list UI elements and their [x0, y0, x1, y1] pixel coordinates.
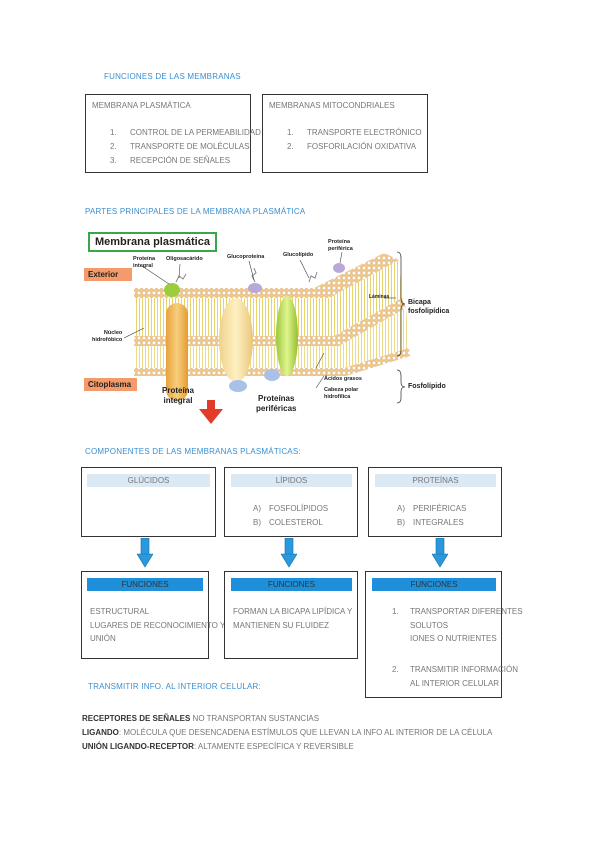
- proteinas-funcion-1-line-3: IONES O NUTRIENTES: [410, 634, 497, 643]
- proteinas-funcion-1-line-2: SOLUTOS: [410, 621, 449, 630]
- proteinas-arrow: [432, 538, 448, 568]
- diagram-title: Membrana plasmática: [88, 232, 217, 252]
- lipidos-num-a: A): [253, 504, 261, 513]
- mitocondriales-item-2: FOSFORILACIÓN OXIDATIVA: [307, 142, 417, 151]
- lipidos-item-b: COLESTEROL: [269, 518, 323, 527]
- transmitir-title: TRANSMITIR INFO. AL INTERIOR CELULAR:: [88, 682, 261, 691]
- proteinas-funcion-2-line-2: AL INTERIOR CELULAR: [410, 679, 500, 688]
- glucidos-funciones-box: FUNCIONES ESTRUCTURAL LUGARES DE RECONOC…: [81, 571, 225, 659]
- plasmatica-item-2: TRANSPORTE DE MOLÉCULAS: [130, 142, 250, 151]
- cabeza-label: Cabeza polar hidrofílica: [324, 387, 359, 400]
- lipidos-box: LÍPIDOS A) FOSFOLÍPIDOS B) COLESTEROL: [224, 467, 358, 537]
- transmitir-term-1: RECEPTORES DE SEÑALES: [82, 714, 191, 723]
- glucidos-funcion-line-3: UNIÓN: [90, 634, 116, 643]
- mitocondriales-item-1: TRANSPORTE ELECTRÓNICO: [307, 128, 422, 137]
- nucleo-label: Núcleo hidrofóbico: [92, 330, 123, 343]
- plasmatica-num-2: 2.: [110, 142, 117, 151]
- transmitir-line-1: RECEPTORES DE SEÑALES NO TRANSPORTAN SUS…: [82, 712, 492, 726]
- lipidos-num-b: B): [253, 518, 261, 527]
- proteinas-funciones-box: FUNCIONES 1. TRANSPORTAR DIFERENTES SOLU…: [365, 571, 523, 698]
- plasmatica-title: MEMBRANA PLASMÁTICA: [92, 101, 191, 110]
- proteinas-funciones-label: FUNCIONES: [372, 578, 496, 591]
- mitocondriales-num-2: 2.: [287, 142, 294, 151]
- transmitir-line-2: LIGANDO: MOLÉCULA QUE DESENCADENA ESTÍMU…: [82, 726, 492, 740]
- plasmatica-num-1: 1.: [110, 128, 117, 137]
- lipidos-arrow: [281, 538, 297, 568]
- plasmatica-num-3: 3.: [110, 156, 117, 165]
- transmitir-line-3: UNIÓN LIGANDO-RECEPTOR: ALTAMENTE ESPECÍ…: [82, 740, 492, 754]
- proteina-integral-top-label: Proteína integral: [133, 256, 156, 269]
- proteinas-item-b: INTEGRALES: [413, 518, 464, 527]
- proteinas-funcion-2-line-1: TRANSMITIR INFORMACIÓN: [410, 665, 518, 674]
- glucolipido-label: Glucolípido: [283, 252, 314, 258]
- exterior-label: Exterior: [84, 268, 132, 281]
- proteinas-header: PROTEÍNAS: [375, 474, 496, 487]
- proteinas-box: PROTEÍNAS A) PERIFÉRICAS B) INTEGRALES: [368, 467, 502, 537]
- lipidos-funcion-line-1: FORMAN LA BICAPA LIPÍDICA Y: [233, 607, 353, 616]
- glucidos-funcion-line-1: ESTRUCTURAL: [90, 607, 150, 616]
- mitocondriales-box: MEMBRANAS MITOCONDRIALES 1. TRANSPORTE E…: [262, 94, 428, 173]
- glucidos-funciones-label: FUNCIONES: [87, 578, 203, 591]
- glucidos-box: GLÚCIDOS: [81, 467, 216, 537]
- proteinas-item-a: PERIFÉRICAS: [413, 504, 467, 513]
- transmitir-term-3: UNIÓN LIGANDO-RECEPTOR: [82, 742, 194, 751]
- citoplasma-label: Citoplasma: [84, 378, 137, 391]
- acidos-label: Ácidos grasos: [324, 376, 362, 382]
- transmitir-def-1: NO TRANSPORTAN SUSTANCIAS: [190, 714, 320, 723]
- membrane-illustration: [123, 251, 410, 424]
- lipidos-header: LÍPIDOS: [231, 474, 352, 487]
- mitocondriales-title: MEMBRANAS MITOCONDRIALES: [269, 101, 395, 110]
- proteinas-funcion-num-2: 2.: [392, 665, 399, 674]
- proteinas-num-a: A): [397, 504, 405, 513]
- componentes-title: COMPONENTES DE LAS MEMBRANAS PLASMÁTICAS…: [85, 447, 301, 456]
- proteinas-num-b: B): [397, 518, 405, 527]
- fosfolipido-label: Fosfolípido: [408, 383, 446, 390]
- laminas-label: Láminas: [369, 294, 390, 300]
- funciones-title: FUNCIONES DE LAS MEMBRANAS: [104, 72, 241, 81]
- glucidos-funcion-line-2: LUGARES DE RECONOCIMIENTO Y: [90, 621, 226, 630]
- transmitir-def-2: : MOLÉCULA QUE DESENCADENA ESTÍMULOS QUE…: [118, 728, 493, 737]
- proteinas-perifericas-label: Proteínas periféricas: [256, 394, 297, 413]
- plasmatica-item-3: RECEPCIÓN DE SEÑALES: [130, 156, 231, 165]
- glucoproteina-label: Glucoproteína: [227, 254, 265, 260]
- proteinas-funcion-num-1: 1.: [392, 607, 399, 616]
- glucidos-header: GLÚCIDOS: [87, 474, 210, 487]
- mitocondriales-num-1: 1.: [287, 128, 294, 137]
- plasmatica-box: MEMBRANA PLASMÁTICA 1. CONTROL DE LA PER…: [85, 94, 261, 173]
- membrane-diagram: Membrana plasmática Exterior Citoplasma …: [84, 228, 464, 428]
- transmitir-term-2: LIGANDO: [82, 728, 119, 737]
- lipidos-funcion-line-2: MANTIENEN SU FLUIDEZ: [233, 621, 330, 630]
- lipidos-item-a: FOSFOLÍPIDOS: [269, 504, 329, 513]
- proteina-periferica-top-label: Proteína periférica: [328, 239, 353, 252]
- lipidos-funciones-label: FUNCIONES: [231, 578, 352, 591]
- glucidos-arrow: [137, 538, 153, 568]
- partes-title: PARTES PRINCIPALES DE LA MEMBRANA PLASMÁ…: [85, 207, 306, 216]
- transmitir-list: RECEPTORES DE SEÑALES NO TRANSPORTAN SUS…: [82, 712, 492, 754]
- oligosacarido-label: Oligosacárido: [166, 256, 203, 262]
- lipidos-funciones-box: FUNCIONES FORMAN LA BICAPA LIPÍDICA Y MA…: [224, 571, 358, 659]
- bicapa-label: Bicapa fosfolipídica: [408, 299, 450, 315]
- proteina-integral-bottom-label: Proteína integral: [162, 386, 195, 405]
- transmitir-def-3: : ALTAMENTE ESPECÍFICA Y REVERSIBLE: [193, 742, 354, 751]
- proteinas-funcion-1-line-1: TRANSPORTAR DIFERENTES: [410, 607, 523, 616]
- plasmatica-item-1: CONTROL DE LA PERMEABILIDAD: [130, 128, 261, 137]
